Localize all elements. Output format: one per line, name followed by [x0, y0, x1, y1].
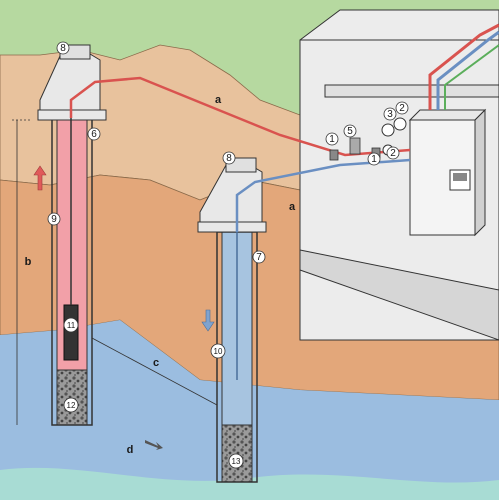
heat-pump — [408, 108, 487, 237]
dimension-c — [91, 337, 218, 406]
downflow-arrow — [201, 309, 215, 332]
heating-pipe-blue — [436, 30, 499, 110]
filter-5 — [349, 137, 361, 155]
house-shelf — [324, 84, 499, 98]
heating-pipe-red — [428, 23, 499, 110]
label-b: b — [25, 256, 32, 268]
label-5: 5 — [347, 126, 353, 137]
cold-well-gravel — [221, 424, 253, 483]
label-2-top: 2 — [399, 103, 405, 114]
gauge-2-top — [393, 117, 407, 131]
label-11: 11 — [67, 321, 76, 330]
label-9: 9 — [51, 214, 57, 225]
water-bottom — [0, 467, 499, 500]
label-12: 12 — [67, 401, 76, 410]
flow-arrow-d — [145, 440, 163, 450]
warm-supply-pipe — [69, 76, 411, 157]
label-10: 10 — [214, 347, 223, 356]
label-a-bottom: a — [289, 201, 296, 213]
label-6: 6 — [91, 129, 97, 140]
heating-pipe-green — [444, 44, 499, 110]
warm-well-gravel — [56, 369, 88, 426]
gauge-3 — [381, 123, 395, 137]
label-1-right: 1 — [371, 154, 377, 165]
label-1-left: 1 — [329, 134, 335, 145]
label-13: 13 — [232, 457, 241, 466]
valve-1-left — [329, 149, 339, 161]
house-floor — [299, 249, 499, 341]
label-d: d — [127, 444, 134, 456]
label-7: 7 — [256, 252, 262, 263]
label-c: c — [153, 357, 159, 369]
label-8-left: 8 — [60, 43, 66, 54]
label-markers — [47, 41, 409, 469]
label-a-top: a — [215, 94, 222, 106]
label-3: 3 — [387, 109, 393, 120]
label-8-right: 8 — [226, 153, 232, 164]
cold-return-pipe — [235, 158, 411, 232]
submersible-pump — [63, 304, 79, 361]
upflow-arrow — [33, 165, 47, 191]
label-2-bottom: 2 — [390, 148, 396, 159]
